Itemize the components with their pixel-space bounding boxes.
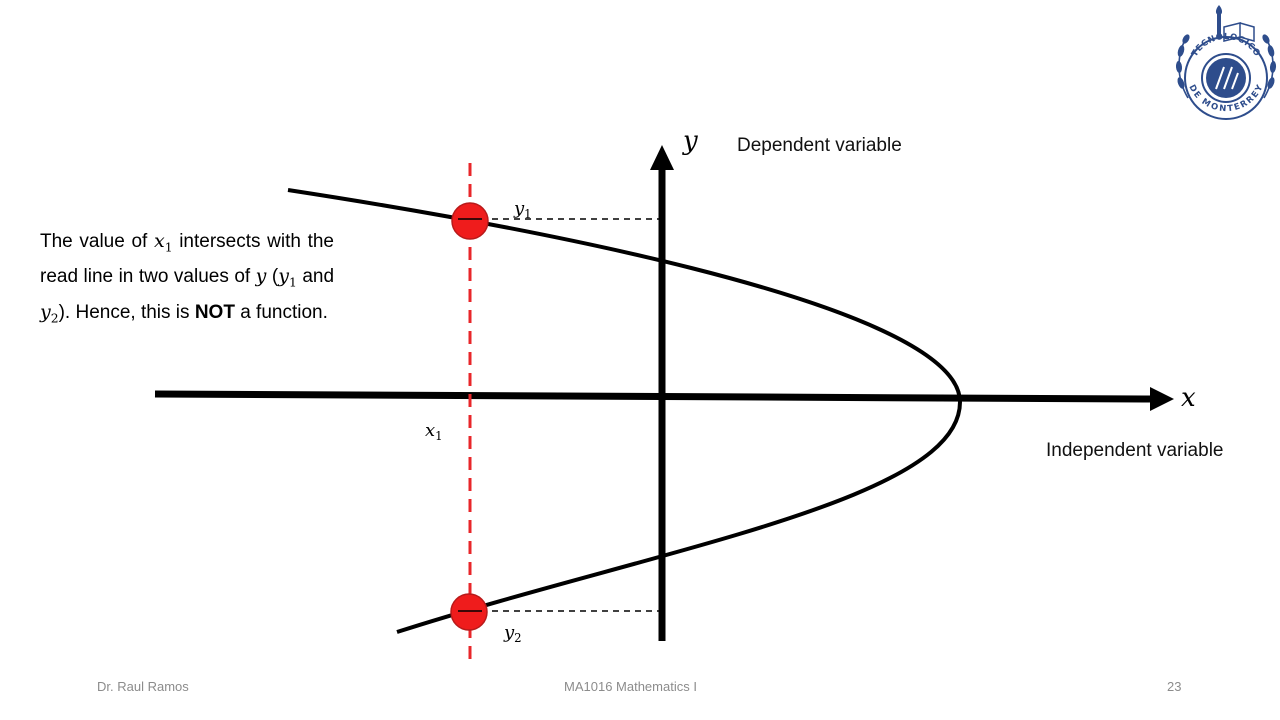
slide-footer: Dr. Raul Ramos MA1016 Mathematics I 23	[0, 679, 1280, 699]
not-emphasis: NOT	[194, 301, 235, 323]
x1-label: x1	[425, 420, 443, 444]
intersection-point-y1	[451, 202, 489, 240]
x-axis-symbol: x	[1181, 383, 1196, 413]
y1-label: y1	[514, 198, 532, 222]
x-axis-arrowhead	[1150, 387, 1174, 411]
y-axis-symbol: y	[683, 126, 698, 156]
x-axis-line	[154, 390, 1151, 403]
y2-label: y2	[504, 622, 522, 646]
x-axis-description: Independent variable	[1046, 440, 1224, 461]
footer-page-number: 23	[1167, 679, 1182, 694]
y-axis-description: Dependent variable	[737, 135, 902, 156]
parabola-curve	[287, 188, 963, 634]
footer-author: Dr. Raul Ramos	[97, 679, 189, 694]
explanation-text: The value of x1 intersects with the read…	[40, 230, 335, 325]
y-axis-arrowhead	[650, 145, 674, 170]
intersection-point-y2	[450, 593, 488, 631]
footer-course: MA1016 Mathematics I	[564, 679, 697, 694]
university-seal-icon: TECNOLOGICO DE MONTERREY	[1175, 5, 1277, 120]
